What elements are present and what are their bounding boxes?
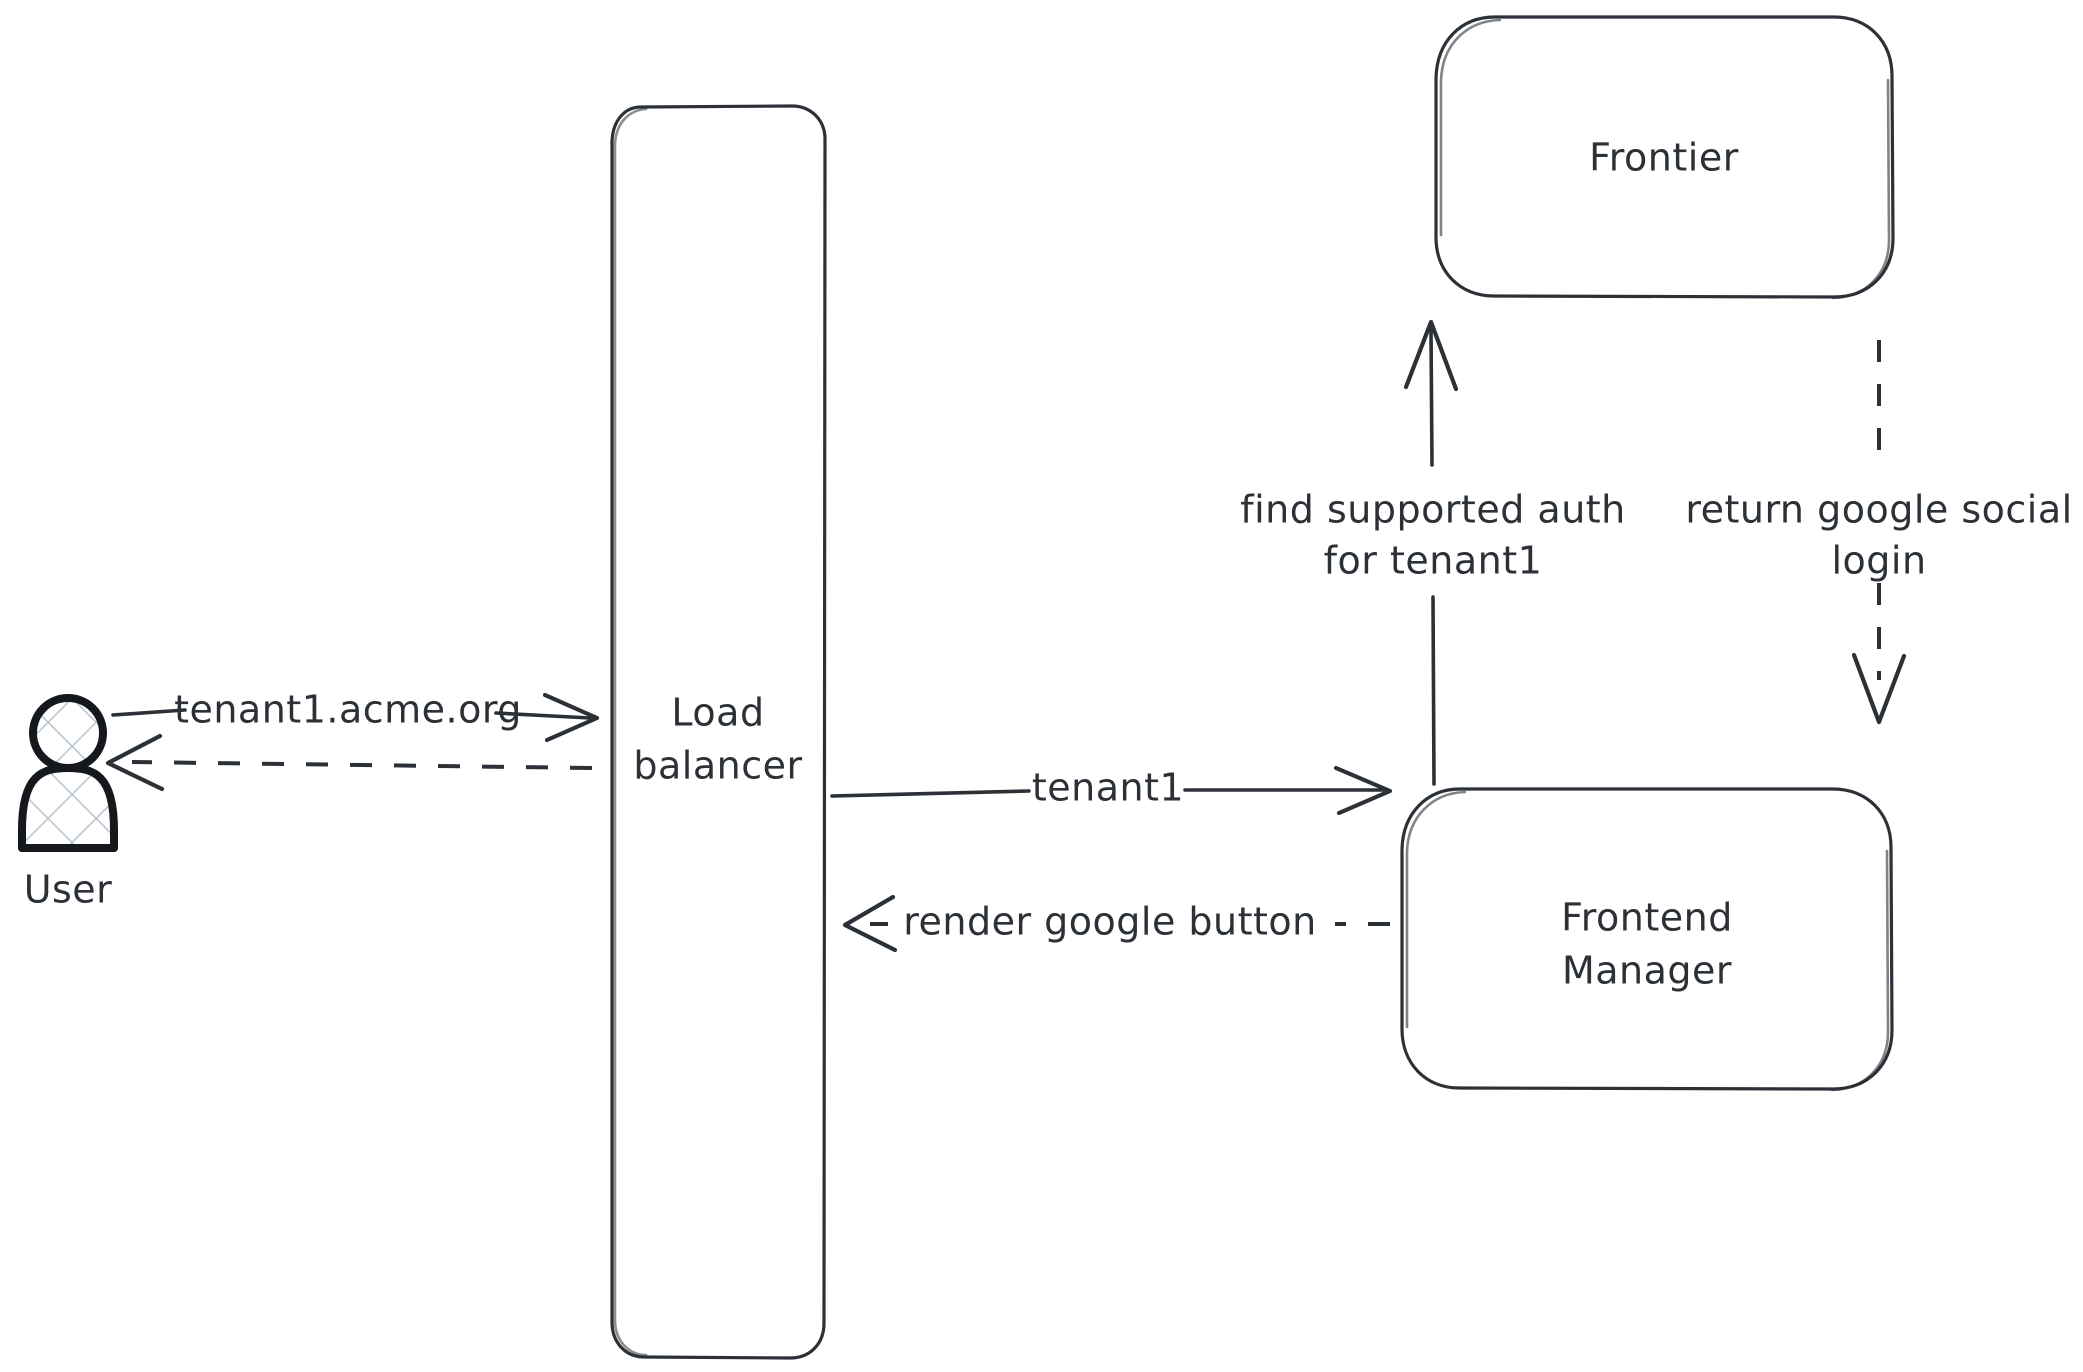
edge-frontier-to-fm-label-line1: return google social: [1685, 488, 2072, 532]
edge-fm-to-frontier-label-line1: find supported auth: [1240, 488, 1626, 532]
node-frontier[interactable]: Frontier: [1434, 15, 1895, 300]
frontend-manager-box-outline-second: [1405, 790, 1890, 1092]
edge-user-to-lb-label: tenant1.acme.org: [174, 688, 522, 732]
edge-user-to-load-balancer: tenant1.acme.org: [111, 688, 600, 743]
edge-user-to-lb-arrowhead-icon: [542, 692, 600, 743]
frontend-manager-label-line2: Manager: [1562, 949, 1732, 993]
edge-fm-to-frontier-line: [1429, 328, 1436, 786]
edge-lb-to-fm-line: [830, 788, 1385, 798]
load-balancer-label-line1: Load: [671, 691, 764, 735]
frontend-manager-label-line1: Frontend: [1561, 896, 1733, 940]
node-load-balancer[interactable]: Load balancer: [610, 104, 827, 1360]
edge-frontier-to-fm-arrowhead-icon: [1851, 652, 1907, 725]
person-actor-body-icon: [18, 764, 118, 852]
edge-load-balancer-to-frontend-manager: tenant1: [830, 765, 1393, 816]
edge-lb-to-fm-arrowhead-icon: [1333, 765, 1393, 816]
load-balancer-box-outline-second: [613, 107, 648, 1357]
edge-lb-to-user-arrowhead-icon: [105, 733, 165, 792]
actor-user[interactable]: User: [18, 694, 118, 912]
frontier-box-outline-second: [1439, 18, 1891, 300]
load-balancer-box-outline: [610, 104, 827, 1360]
node-frontend-manager[interactable]: Frontend Manager: [1400, 787, 1894, 1092]
load-balancer-label-line2: balancer: [633, 744, 802, 788]
edge-fm-to-frontier-arrowhead-icon: [1403, 319, 1459, 392]
edge-fm-to-frontier-label-line2: for tenant1: [1324, 539, 1543, 583]
edge-frontier-to-frontend-manager: return google social login: [1685, 340, 2072, 725]
edge-frontend-manager-to-frontier: find supported auth for tenant1: [1240, 319, 1626, 786]
edge-lb-to-fm-label: tenant1: [1032, 766, 1184, 810]
edge-frontier-to-fm-label-line2: login: [1831, 539, 1926, 583]
edge-frontend-manager-to-load-balancer: render google button: [842, 894, 1390, 953]
person-actor-head-icon: [29, 694, 107, 772]
edge-fm-to-lb-label: render google button: [903, 900, 1317, 944]
edge-load-balancer-to-user: [105, 733, 593, 792]
actor-user-label: User: [24, 868, 113, 912]
edge-fm-to-lb-arrowhead-icon: [842, 894, 898, 953]
edge-user-to-lb-line: [111, 708, 592, 720]
frontier-label: Frontier: [1589, 136, 1739, 180]
edge-lb-to-user-line: [131, 760, 593, 770]
